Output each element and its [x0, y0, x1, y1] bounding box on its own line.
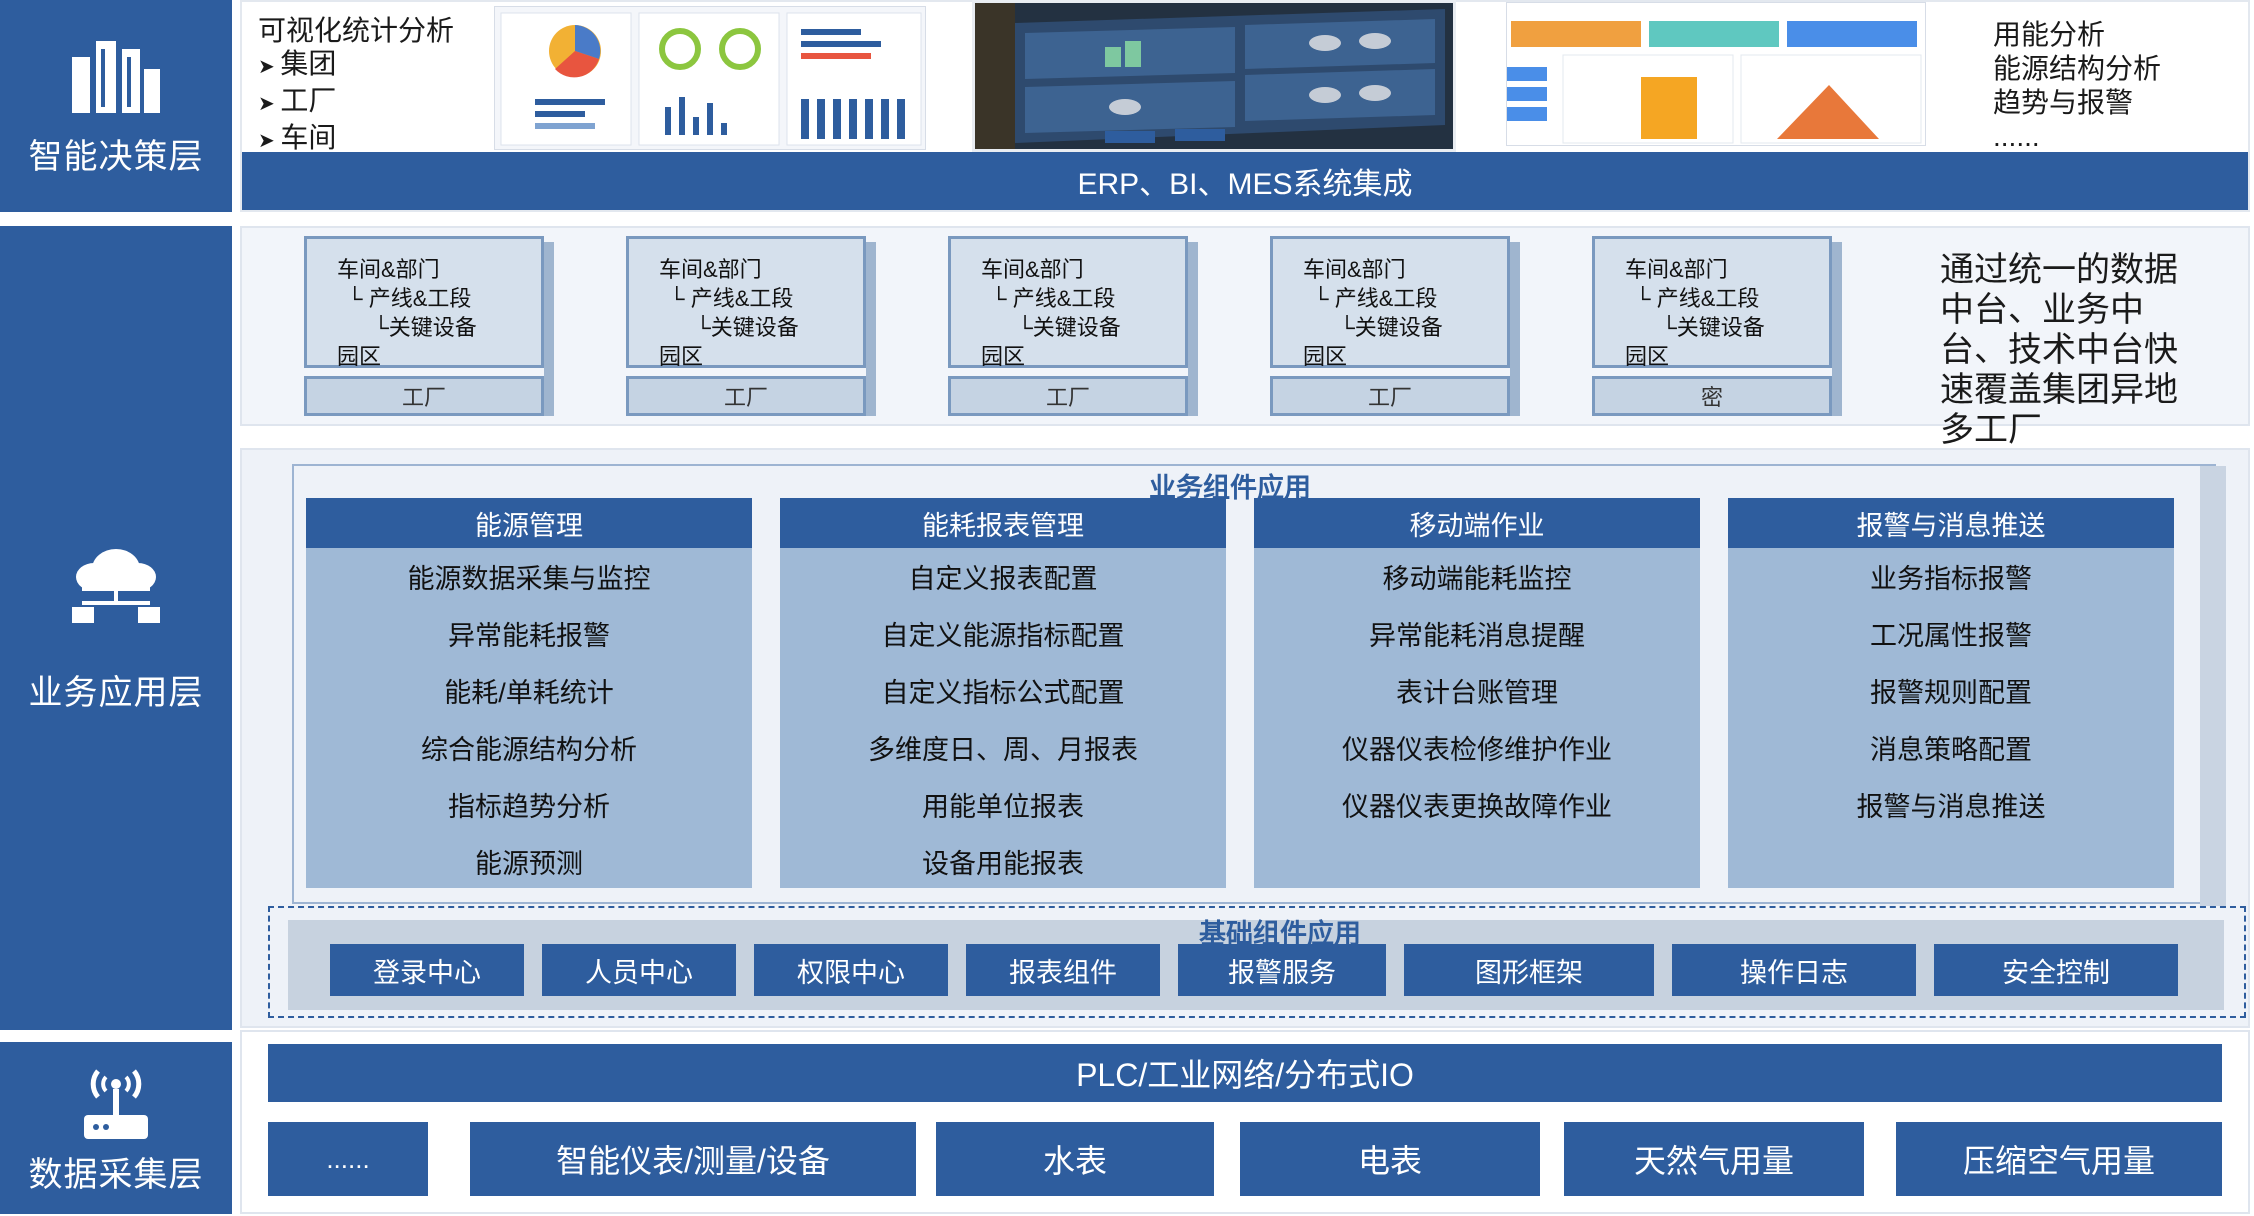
energy-analysis-item-3: 趋势与报警 — [1993, 87, 2134, 118]
column-item: 移动端能耗监控 — [1382, 564, 1572, 594]
column-energy-management: 能源管理 能源数据采集与监控 异常能耗报警 能耗/单耗统计 综合能源结构分析 指… — [306, 498, 752, 888]
column-mobile-operation: 移动端作业 移动端能耗监控 异常能耗消息提醒 表计台账管理 仪器仪表检修维护作业… — [1254, 498, 1700, 888]
factory-card-4: 车间&部门└ 产线&工段 └关键设备园区 工厂 — [1270, 236, 1520, 420]
dashboard-thumbnail-1 — [494, 6, 926, 150]
column-report-management: 能耗报表管理 自定义报表配置 自定义能源指标配置 自定义指标公式配置 多维度日、… — [780, 498, 1226, 888]
column-item: 报警规则配置 — [1870, 678, 2032, 708]
base-operation-log: 操作日志 — [1672, 944, 1916, 996]
plc-network-bar: PLC/工业网络/分布式IO — [268, 1044, 2222, 1102]
visual-analysis-list: 可视化统计分析 集团 工厂 车间 — [258, 14, 454, 158]
base-permission-center: 权限中心 — [754, 944, 948, 996]
data-source-electric-meter: 电表 — [1240, 1122, 1540, 1196]
base-components-frame — [268, 906, 2246, 1018]
column-item: 指标趋势分析 — [448, 792, 610, 822]
data-source-smart-meter: 智能仪表/测量/设备 — [470, 1122, 916, 1196]
factory-tree-5: 车间&部门└ 产线&工段 └关键设备园区 — [1625, 257, 1765, 369]
analysis-item-factory: 工厂 — [258, 84, 454, 121]
column-item: 自定义能源指标配置 — [881, 621, 1125, 651]
column-item: 仪器仪表更换故障作业 — [1342, 792, 1612, 822]
column-item: 设备用能报表 — [922, 849, 1084, 879]
factory-name-1: 工厂 — [304, 376, 544, 416]
factory-card-3: 车间&部门└ 产线&工段 └关键设备园区 工厂 — [948, 236, 1198, 420]
factory-card-1: 车间&部门└ 产线&工段 └关键设备园区 工厂 — [304, 236, 554, 420]
building-icon — [72, 40, 160, 113]
column-item: 业务指标报警 — [1870, 564, 2032, 594]
energy-analysis-item-1: 用能分析 — [1993, 19, 2106, 50]
column-item: 能源预测 — [475, 849, 583, 879]
data-source-compressed-air: 压缩空气用量 — [1896, 1122, 2222, 1196]
base-security-control: 安全控制 — [1934, 944, 2178, 996]
energy-analysis-item-4: ...... — [1993, 121, 2040, 152]
business-panel-side — [2200, 466, 2226, 906]
column-item: 消息策略配置 — [1870, 735, 2032, 765]
layer-decision: 智能决策层 — [0, 0, 232, 212]
column-item: 表计台账管理 — [1396, 678, 1558, 708]
column-item: 异常能耗消息提醒 — [1369, 621, 1585, 651]
analysis-item-workshop: 车间 — [258, 121, 454, 158]
factory-area — [240, 226, 2250, 426]
erp-integration-bar: ERP、BI、MES系统集成 — [242, 152, 2248, 210]
factory-name-2: 工厂 — [626, 376, 866, 416]
factory-name-5: 密 — [1592, 376, 1832, 416]
base-graphic-framework: 图形框架 — [1404, 944, 1654, 996]
column-title: 能耗报表管理 — [780, 498, 1226, 548]
dashboard-thumbnail-2 — [972, 0, 1456, 152]
column-item: 自定义报表配置 — [908, 564, 1098, 594]
column-item: 用能单位报表 — [922, 792, 1084, 822]
factory-card-5: 车间&部门└ 产线&工段 └关键设备园区 密 — [1592, 236, 1842, 420]
factory-name-3: 工厂 — [948, 376, 1188, 416]
cloud-network-icon — [72, 548, 160, 623]
layer-business-label: 业务应用层 — [28, 673, 204, 712]
base-alarm-service: 报警服务 — [1178, 944, 1386, 996]
column-title: 能源管理 — [306, 498, 752, 548]
column-item: 能源数据采集与监控 — [407, 564, 651, 594]
column-item: 自定义指标公式配置 — [881, 678, 1125, 708]
column-item: 多维度日、周、月报表 — [868, 735, 1138, 765]
column-item: 仪器仪表检修维护作业 — [1342, 735, 1612, 765]
factory-tree-2: 车间&部门└ 产线&工段 └关键设备园区 — [659, 257, 799, 369]
energy-analysis-item-2: 能源结构分析 — [1993, 53, 2162, 84]
factory-tree-4: 车间&部门└ 产线&工段 └关键设备园区 — [1303, 257, 1443, 369]
factory-name-4: 工厂 — [1270, 376, 1510, 416]
column-item: 报警与消息推送 — [1856, 792, 2046, 822]
router-antenna-icon — [84, 1068, 148, 1139]
layer-decision-label: 智能决策层 — [28, 137, 204, 176]
data-source-water-meter: 水表 — [936, 1122, 1214, 1196]
factory-card-2: 车间&部门└ 产线&工段 └关键设备园区 工厂 — [626, 236, 876, 420]
analysis-item-group: 集团 — [258, 47, 454, 84]
layer-business: 业务应用层 — [0, 226, 232, 1030]
base-user-center: 人员中心 — [542, 944, 736, 996]
factory-tree-1: 车间&部门└ 产线&工段 └关键设备园区 — [337, 257, 477, 369]
column-item: 工况属性报警 — [1870, 621, 2032, 651]
data-source-more: ...... — [268, 1122, 428, 1196]
column-item: 综合能源结构分析 — [421, 735, 637, 765]
base-login-center: 登录中心 — [330, 944, 524, 996]
base-report-component: 报表组件 — [966, 944, 1160, 996]
data-source-natural-gas: 天然气用量 — [1564, 1122, 1864, 1196]
column-title: 报警与消息推送 — [1728, 498, 2174, 548]
dashboard-thumbnail-3 — [1506, 2, 1926, 146]
column-item: 能耗/单耗统计 — [444, 678, 614, 708]
visual-analysis-title: 可视化统计分析 — [258, 15, 455, 46]
factory-tree-3: 车间&部门└ 产线&工段 └关键设备园区 — [981, 257, 1121, 369]
column-title: 移动端作业 — [1254, 498, 1700, 548]
column-alarm-push: 报警与消息推送 业务指标报警 工况属性报警 报警规则配置 消息策略配置 报警与消… — [1728, 498, 2174, 888]
layer-data-label: 数据采集层 — [28, 1155, 204, 1194]
energy-analysis-list: 用能分析 能源结构分析 趋势与报警 ...... — [1993, 18, 2161, 154]
layer-data: 数据采集层 — [0, 1042, 232, 1214]
multi-factory-note: 通过统一的数据中台、业务中台、技术中台快速覆盖集团异地多工厂 — [1940, 251, 2178, 449]
column-item: 异常能耗报警 — [448, 621, 610, 651]
